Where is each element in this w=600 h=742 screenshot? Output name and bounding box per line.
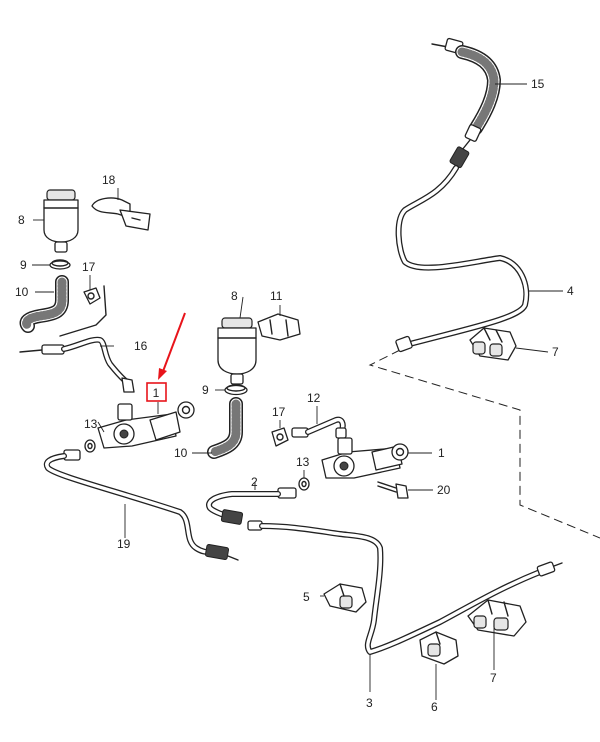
part-16-pipe (19, 285, 135, 393)
part-13-washer-left (84, 439, 96, 453)
part-3-pipe (247, 520, 563, 655)
highlight-box (146, 382, 167, 402)
callout-1-highlighted: 1 (153, 386, 160, 400)
part-4-metal-pipe (395, 165, 530, 353)
highlight-arrow-head (158, 368, 167, 380)
callout-17-middle: 17 (272, 405, 286, 419)
part-2-pipe (206, 487, 297, 525)
part-1-slave-cylinder-left (97, 401, 195, 449)
part-8-reservoir-middle (217, 317, 257, 385)
callout-18: 18 (102, 173, 116, 187)
part-7-double-clip-lower (467, 599, 527, 637)
part-19-pipe (43, 449, 239, 561)
callout-9-middle: 9 (202, 383, 209, 397)
callout-5: 5 (303, 590, 310, 604)
callout-11: 11 (270, 289, 283, 303)
callout-19: 19 (117, 537, 131, 551)
callout-20: 20 (437, 483, 451, 497)
part-11-bracket-clip (257, 313, 301, 341)
callout-7-lower: 7 (490, 671, 497, 685)
callout-1: 1 (438, 446, 445, 460)
part-20-bolt (377, 481, 409, 499)
part-7-double-clip-upper (469, 327, 517, 361)
part-15-braided-hose (431, 37, 501, 169)
part-6-clip (419, 631, 459, 665)
part-10-hose-middle (207, 397, 243, 459)
callout-10-middle: 10 (174, 446, 188, 460)
callout-13-left: 13 (84, 417, 98, 431)
callout-10-left: 10 (15, 285, 29, 299)
routing-dashed-line (368, 349, 600, 539)
part-5-clip (323, 583, 367, 613)
leader-lines (32, 83, 563, 700)
callout-7-upper: 7 (552, 345, 559, 359)
callout-13-right: 13 (296, 455, 310, 469)
part-17-clip-middle (271, 427, 289, 447)
part-9-hose-clamp-left (49, 259, 71, 270)
callout-17-left: 17 (82, 260, 96, 274)
callout-4: 4 (567, 284, 574, 298)
callout-2: 2 (251, 475, 258, 489)
highlight-annotation (146, 312, 186, 402)
callout-9-left: 9 (20, 258, 27, 272)
part-18-bracket (91, 197, 151, 231)
callout-8-middle: 8 (231, 289, 238, 303)
part-13-washer-right (298, 477, 310, 491)
callout-labels: 1 1 2 3 4 5 6 7 7 8 8 9 9 10 10 11 12 13… (15, 77, 574, 714)
part-10-hose-left (19, 275, 69, 333)
callout-3: 3 (366, 696, 373, 710)
part-8-reservoir-left (43, 189, 79, 253)
callout-15: 15 (531, 77, 545, 91)
callout-16: 16 (134, 339, 148, 353)
callout-8-left: 8 (18, 213, 25, 227)
part-1-slave-cylinder-right (321, 437, 409, 479)
callout-6: 6 (431, 700, 438, 714)
part-12-short-pipe (291, 416, 347, 439)
callout-12: 12 (307, 391, 321, 405)
part-17-clip-left (83, 287, 101, 305)
part-9-hose-clamp-middle (224, 384, 248, 396)
